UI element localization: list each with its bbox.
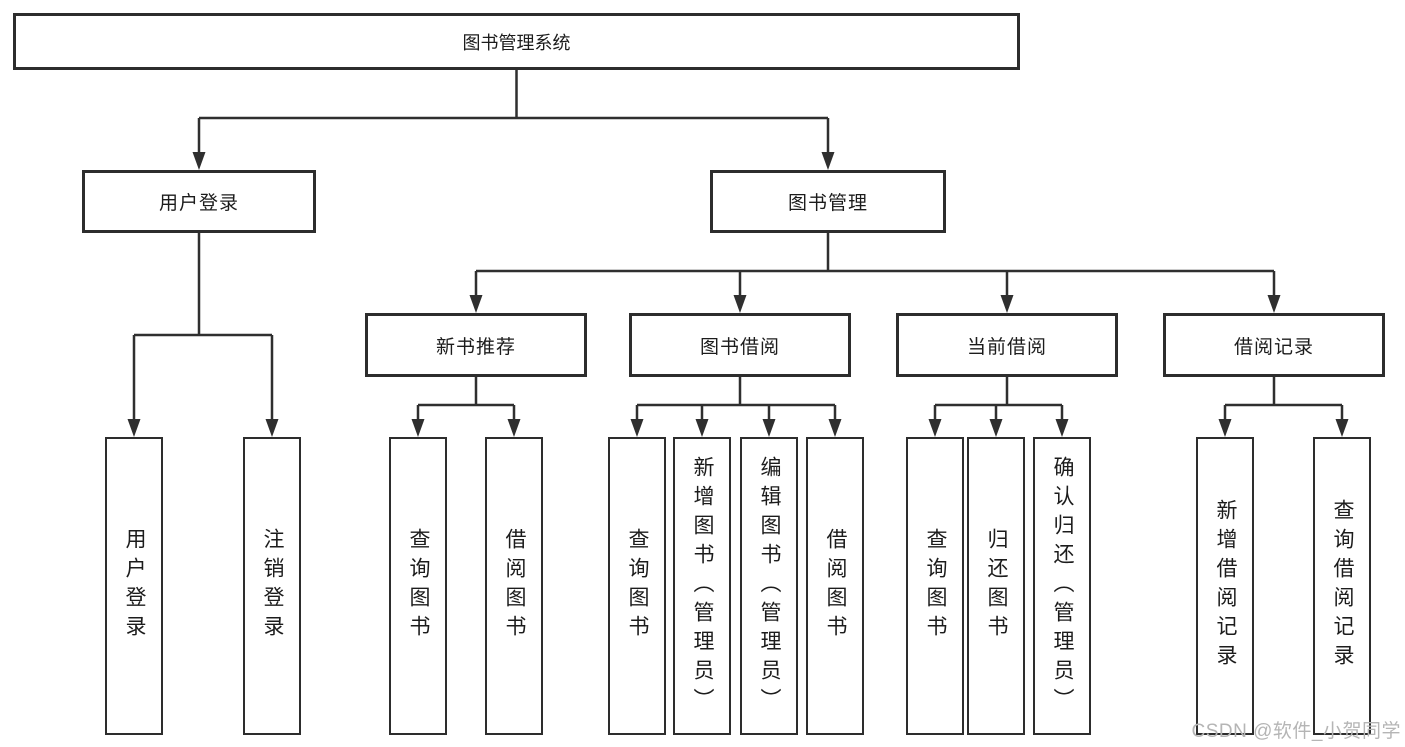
- leaf-return-books-label: 归还图书: [985, 528, 1008, 644]
- node-current-borrow-label: 当前借阅: [966, 336, 1047, 358]
- leaf-query-books-borrow: 查询图书: [608, 437, 666, 735]
- leaf-add-books-admin-label: 新增图书（管理员）: [691, 455, 714, 717]
- node-current-borrow: 当前借阅: [896, 313, 1118, 377]
- leaf-query-books-recommend-label: 查询图书: [407, 528, 430, 644]
- leaf-add-borrow-record: 新增借阅记录: [1196, 437, 1254, 735]
- leaf-query-books-current: 查询图书: [906, 437, 964, 735]
- leaf-logout: 注销登录: [243, 437, 301, 735]
- leaf-query-books-current-label: 查询图书: [924, 528, 947, 644]
- leaf-query-borrow-record-label: 查询借阅记录: [1331, 499, 1354, 673]
- leaf-borrow-books: 借阅图书: [806, 437, 864, 735]
- leaf-edit-books-admin-label: 编辑图书（管理员）: [758, 455, 781, 717]
- node-book-borrow: 图书借阅: [629, 313, 851, 377]
- node-book-management-label: 图书管理: [787, 193, 868, 214]
- arrowheads: [127, 152, 1349, 437]
- leaf-borrow-books-recommend: 借阅图书: [485, 437, 543, 735]
- node-system-root: 图书管理系统: [13, 13, 1020, 70]
- leaf-return-books: 归还图书: [967, 437, 1025, 735]
- leaf-borrow-books-label: 借阅图书: [824, 528, 847, 644]
- node-user-login: 用户登录: [82, 170, 316, 233]
- leaf-edit-books-admin: 编辑图书（管理员）: [740, 437, 798, 735]
- leaf-query-borrow-record: 查询借阅记录: [1313, 437, 1371, 735]
- node-book-management: 图书管理: [710, 170, 946, 233]
- leaf-confirm-return-admin: 确认归还（管理员）: [1033, 437, 1091, 735]
- csdn-watermark: CSDN @软件_小贺同学: [1191, 721, 1401, 742]
- leaf-logout-label: 注销登录: [261, 528, 284, 644]
- node-system-root-label: 图书管理系统: [462, 32, 571, 53]
- node-book-borrow-label: 图书借阅: [699, 336, 780, 358]
- node-borrow-records: 借阅记录: [1163, 313, 1385, 377]
- node-new-book-recommend: 新书推荐: [365, 313, 587, 377]
- leaf-query-books-recommend: 查询图书: [389, 437, 447, 735]
- leaf-confirm-return-admin-label: 确认归还（管理员）: [1051, 455, 1074, 717]
- node-new-book-recommend-label: 新书推荐: [435, 336, 516, 358]
- leaf-add-borrow-record-label: 新增借阅记录: [1214, 499, 1237, 673]
- node-borrow-records-label: 借阅记录: [1233, 336, 1314, 358]
- node-user-login-label: 用户登录: [158, 193, 239, 214]
- leaf-borrow-books-recommend-label: 借阅图书: [503, 528, 526, 644]
- leaf-user-login: 用户登录: [105, 437, 163, 735]
- leaf-add-books-admin: 新增图书（管理员）: [673, 437, 731, 735]
- leaf-query-books-borrow-label: 查询图书: [626, 528, 649, 644]
- leaf-user-login-label: 用户登录: [123, 528, 146, 644]
